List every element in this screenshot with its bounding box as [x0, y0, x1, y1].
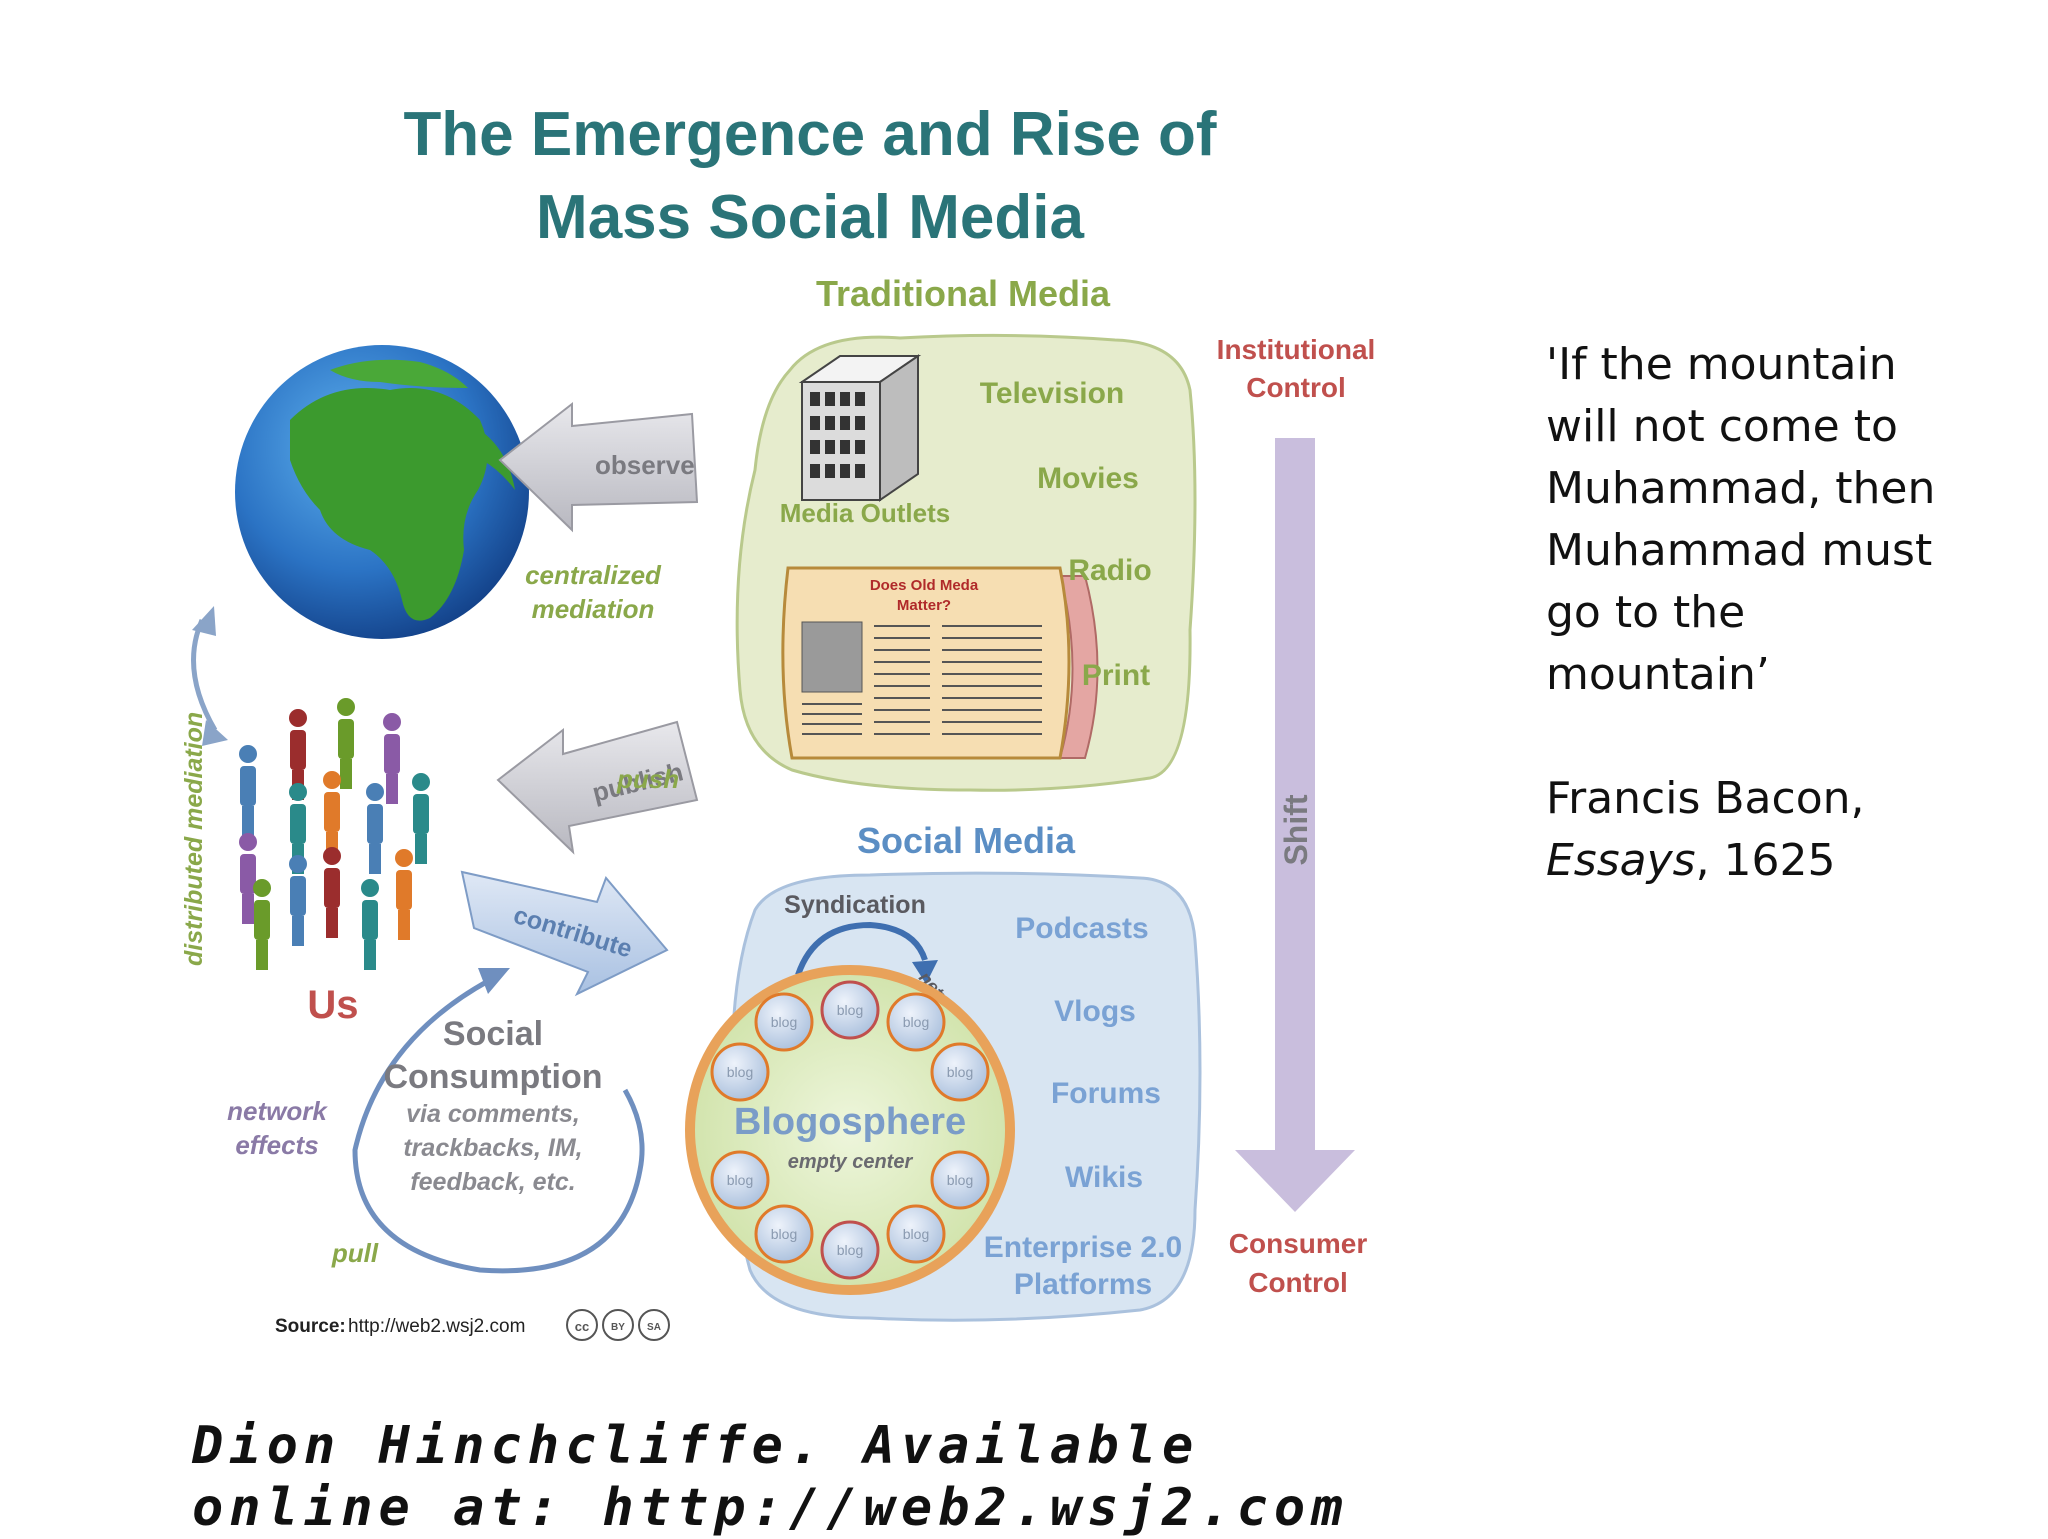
empty-center-label: empty center	[788, 1151, 914, 1173]
footer-line1: Dion Hinchcliffe. Available	[192, 1416, 1200, 1476]
diagram-title-line1: The Emergence and Rise of	[403, 100, 1216, 169]
quote-citation: Francis Bacon, Essays, 1625	[1546, 768, 2016, 892]
quote-source: Essays, 1625	[1546, 830, 2016, 892]
quote-line: 'If the mountain	[1546, 339, 1897, 390]
globe-icon	[235, 345, 529, 639]
network-effects-line1: network	[227, 1096, 328, 1126]
social-media-heading: Social Media	[857, 820, 1076, 861]
syndication-label: Syndication	[784, 891, 926, 919]
media-outlets-label: Media Outlets	[780, 498, 950, 528]
blog-node: blog	[820, 980, 880, 1040]
centralized-mediation-line1: centralized	[525, 560, 662, 590]
push-label: push	[616, 764, 679, 794]
blog-node: blog	[710, 1150, 770, 1210]
shift-arrow	[1235, 438, 1355, 1212]
quote-line: will not come to	[1546, 401, 1898, 452]
social-item-vlogs: Vlogs	[1054, 995, 1136, 1028]
creative-commons-icon: cc	[566, 1309, 598, 1341]
blog-node-label: blog	[771, 1014, 797, 1030]
social-item-forums: Forums	[1051, 1077, 1161, 1110]
institutional-control-line1: Institutional	[1217, 334, 1376, 365]
blog-node: blog	[754, 992, 814, 1052]
blog-node-label: blog	[727, 1064, 753, 1080]
quote-block: 'If the mountain will not come to Muhamm…	[1546, 334, 2016, 892]
footer-credit: Dion Hinchcliffe. Available online at: h…	[192, 1415, 1892, 1539]
license-sa-label: SA	[647, 1322, 661, 1333]
quote-line: go to the	[1546, 587, 1746, 638]
social-consumption-title-line2: Consumption	[383, 1058, 602, 1096]
source-label: Source:	[275, 1316, 346, 1337]
license-by-label: BY	[611, 1322, 625, 1333]
traditional-item-print: Print	[1082, 659, 1150, 692]
consumer-control-line2: Control	[1248, 1267, 1348, 1298]
observe-label: observe	[595, 450, 695, 480]
blog-node-label: blog	[837, 1002, 863, 1018]
shift-label: Shift	[1278, 794, 1314, 865]
globe-link-arrowhead-icon	[192, 606, 216, 636]
blog-node-label: blog	[771, 1226, 797, 1242]
syndication-curve	[795, 921, 928, 976]
traditional-item-radio: Radio	[1068, 554, 1151, 587]
people-group-icon	[239, 698, 430, 970]
quote-line: Muhammad must	[1546, 525, 1933, 576]
syndication-arrowhead-icon	[912, 960, 938, 984]
blog-node: blog	[820, 1220, 880, 1280]
blog-node: blog	[710, 1042, 770, 1102]
blog-node: blog	[930, 1042, 990, 1102]
us-label: Us	[307, 983, 358, 1027]
share-alike-icon: SA	[638, 1309, 670, 1341]
pull-label: pull	[331, 1238, 379, 1268]
quote-year: , 1625	[1695, 835, 1836, 886]
blog-node-label: blog	[903, 1226, 929, 1242]
blog-nodes: blog blog blog blog blog blog blog blog …	[710, 980, 990, 1280]
traditional-item-movies: Movies	[1037, 462, 1139, 495]
social-item-podcasts: Podcasts	[1015, 912, 1148, 945]
social-item-wikis: Wikis	[1065, 1161, 1143, 1194]
centralized-mediation-line2: mediation	[532, 594, 655, 624]
footer-line2: online at: http://web2.wsj2.com	[192, 1478, 1349, 1538]
license-cc-label: cc	[575, 1319, 589, 1334]
social-item-enterprise-line1: Enterprise 2.0	[984, 1231, 1182, 1264]
quote-line: Muhammad, then	[1546, 463, 1936, 514]
social-consumption-sub-line2: trackbacks, IM,	[403, 1134, 582, 1162]
institutional-control-line2: Control	[1246, 372, 1346, 403]
attribution-icon: BY	[602, 1309, 634, 1341]
network-effects-line2: effects	[235, 1130, 318, 1160]
consumer-control-line1: Consumer	[1229, 1228, 1368, 1259]
social-consumption-loop-arrowhead-icon	[478, 968, 510, 994]
social-consumption-sub-line3: feedback, etc.	[410, 1168, 575, 1196]
social-consumption-loop	[352, 977, 645, 1274]
media-outlets-building-icon	[798, 354, 922, 502]
blog-node-label: blog	[903, 1014, 929, 1030]
people-link-arrowhead-icon	[202, 720, 228, 746]
quote-line: mountain’	[1546, 649, 1770, 700]
newspaper-headline-line1: Does Old Meda	[870, 577, 979, 594]
blog-node: blog	[930, 1150, 990, 1210]
blog-node: blog	[886, 992, 946, 1052]
social-media-diagram: The Emergence and Rise of Mass Social Me…	[180, 100, 1376, 1341]
newspaper-headline-line2: Matter?	[897, 597, 951, 614]
blog-node-label: blog	[947, 1172, 973, 1188]
license-icons: cc BY SA	[566, 1309, 670, 1341]
publish-arrow: publish	[496, 720, 699, 855]
social-consumption-title-line1: Social	[443, 1015, 543, 1053]
traditional-item-television: Television	[980, 377, 1125, 410]
blog-node-label: blog	[727, 1172, 753, 1188]
social-item-enterprise-line2: Platforms	[1014, 1268, 1152, 1301]
quote-author: Francis Bacon,	[1546, 773, 1865, 824]
blog-node-label: blog	[947, 1064, 973, 1080]
blog-node: blog	[754, 1204, 814, 1264]
diagram-title-line2: Mass Social Media	[536, 183, 1084, 252]
observe-arrow: observe	[498, 401, 699, 533]
source-url: http://web2.wsj2.com	[348, 1316, 525, 1337]
blogosphere-label: Blogosphere	[734, 1101, 966, 1143]
quote-work: Essays	[1546, 835, 1696, 886]
distributed-mediation-label: distributed mediation	[180, 712, 208, 966]
traditional-media-heading: Traditional Media	[816, 273, 1111, 314]
social-consumption-sub-line1: via comments,	[406, 1100, 580, 1128]
blog-node: blog	[886, 1204, 946, 1264]
blog-node-label: blog	[837, 1242, 863, 1258]
newspaper-icon: Does Old Meda Matter?	[781, 566, 1099, 760]
